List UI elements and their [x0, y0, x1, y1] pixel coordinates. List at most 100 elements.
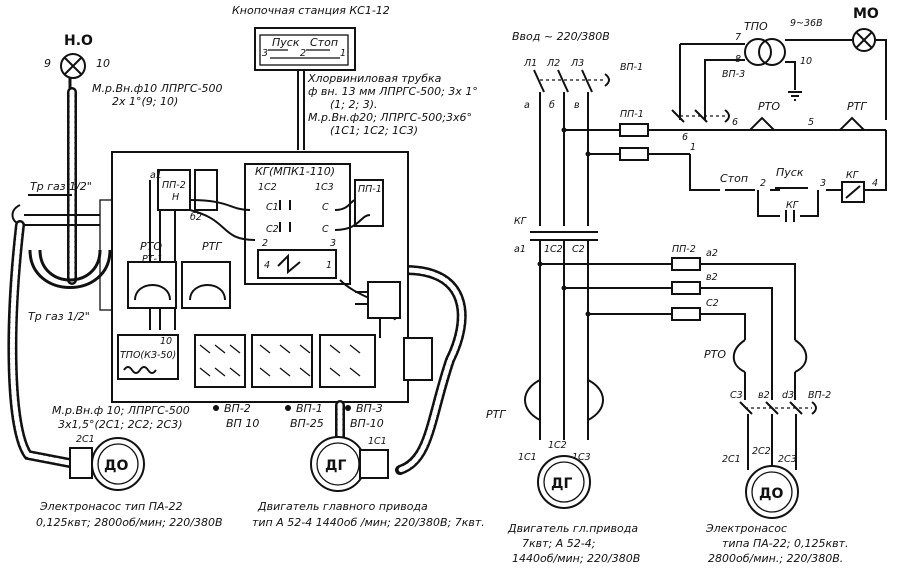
- svg-text:б2: б2: [190, 212, 202, 223]
- svg-text:Л3: Л3: [570, 58, 584, 69]
- svg-text:С3: С3: [730, 390, 743, 401]
- pump-label: ДО: [104, 458, 128, 474]
- svg-text:1: 1: [690, 142, 696, 153]
- svg-text:ф вн. 13 мм ЛПРГС-500; 3х 1°: ф вн. 13 мм ЛПРГС-500; 3х 1°: [308, 85, 478, 98]
- svg-text:РТГ: РТГ: [202, 240, 222, 253]
- svg-text:ТПО: ТПО: [744, 20, 768, 33]
- svg-text:2С3: 2С3: [778, 454, 797, 465]
- svg-text:3: 3: [820, 178, 826, 189]
- svg-text:ПП-2: ПП-2: [672, 244, 696, 255]
- svg-text:КГ: КГ: [846, 170, 859, 181]
- svg-text:в2: в2: [706, 272, 718, 283]
- svg-text:10: 10: [160, 336, 172, 347]
- control-cabinet: а1 ПП-2 Н б2 ПП-1 КГ(МПК1-110) 1С2 1С3 С…: [99, 151, 433, 403]
- svg-text:1С2: 1С2: [544, 244, 563, 255]
- svg-text:ВП-3: ВП-3: [722, 69, 745, 80]
- svg-text:типа ПА-22; 0,125квт.: типа ПА-22; 0,125квт.: [722, 537, 848, 550]
- svg-text:Электронасос: Электронасос: [705, 522, 787, 535]
- svg-text:3: 3: [330, 238, 336, 249]
- svg-text:С: С: [322, 202, 329, 213]
- svg-text:РТГ: РТГ: [847, 100, 867, 113]
- svg-text:РТО: РТО: [758, 100, 780, 113]
- svg-text:С1: С1: [266, 202, 279, 213]
- svg-text:1С1: 1С1: [518, 452, 537, 463]
- svg-text:а1: а1: [514, 244, 526, 255]
- svg-text:2С2: 2С2: [752, 446, 771, 457]
- svg-text:в2: в2: [758, 390, 770, 401]
- svg-text:Тр газ 1/2": Тр газ 1/2": [30, 180, 92, 193]
- svg-text:М.р.Вн.ф20; ЛПРГС-500;3х6°: М.р.Вн.ф20; ЛПРГС-500;3х6°: [308, 111, 472, 124]
- svg-text:1С2: 1С2: [258, 182, 277, 193]
- main-motor-dg: ДГ 1С1: [310, 436, 389, 492]
- svg-text:1: 1: [326, 260, 332, 271]
- svg-text:М.р.Вн.ф 10; ЛПРГС-500: М.р.Вн.ф 10; ЛПРГС-500: [52, 404, 190, 417]
- svg-text:тип А 52-4 1440об /мин; 220/38: тип А 52-4 1440об /мин; 220/380В; 7квт.: [252, 516, 485, 529]
- svg-text:РТО: РТО: [140, 240, 162, 253]
- button-station: Кнопочная станция КС1-12 Пуск Стоп 3 2 1: [232, 4, 390, 150]
- svg-text:С: С: [322, 224, 329, 235]
- svg-text:10: 10: [96, 57, 110, 70]
- svg-text:1С2: 1С2: [548, 440, 567, 451]
- svg-text:Тр газ 1/2": Тр газ 1/2": [28, 310, 90, 323]
- svg-text:а1: а1: [150, 170, 162, 181]
- svg-text:4: 4: [264, 260, 270, 271]
- svg-text:9~36В: 9~36В: [790, 18, 823, 29]
- svg-text:1С3: 1С3: [572, 452, 591, 463]
- svg-text:ВП-2: ВП-2: [224, 402, 251, 415]
- stop-label: Стоп: [310, 36, 338, 49]
- svg-text:Л2: Л2: [546, 58, 560, 69]
- kg-title: КГ(МПК1-110): [255, 165, 335, 178]
- svg-text:Хлорвиниловая трубка: Хлорвиниловая трубка: [307, 72, 442, 85]
- svg-text:2800об/мин.; 220/380В.: 2800об/мин.; 220/380В.: [708, 552, 843, 565]
- svg-text:1: 1: [340, 48, 346, 59]
- svg-text:d3: d3: [782, 390, 794, 401]
- svg-text:а2: а2: [706, 248, 718, 259]
- svg-text:КГ: КГ: [786, 200, 799, 211]
- svg-text:6: 6: [682, 132, 688, 143]
- lamp-label: Н.О: [64, 33, 93, 49]
- svg-text:ВП-3: ВП-3: [356, 402, 383, 415]
- svg-text:ВП-1: ВП-1: [296, 402, 323, 415]
- mounting-diagram: Кнопочная станция КС1-12 Пуск Стоп 3 2 1…: [7, 4, 485, 529]
- svg-text:3х1,5°(2С1; 2С2; 2С3): 3х1,5°(2С1; 2С2; 2С3): [58, 418, 183, 431]
- svg-text:Двигатель главного привода: Двигатель главного привода: [257, 500, 428, 513]
- svg-text:0,125квт; 2800об/мин; 220/380В: 0,125квт; 2800об/мин; 220/380В: [36, 516, 223, 529]
- svg-text:МО: МО: [853, 6, 879, 22]
- svg-text:1440об/мин; 220/380В: 1440об/мин; 220/380В: [512, 552, 640, 565]
- pump-motor-do: ДО 2С1: [69, 434, 145, 491]
- svg-text:3: 3: [262, 48, 268, 59]
- svg-text:ВП-25: ВП-25: [290, 417, 324, 430]
- svg-text:ВП-10: ВП-10: [350, 417, 384, 430]
- svg-text:а: а: [524, 100, 530, 111]
- svg-text:7: 7: [735, 32, 741, 43]
- right-motor-label: ДГ: [551, 476, 572, 492]
- svg-text:1С1: 1С1: [368, 436, 387, 447]
- svg-text:Стоп: Стоп: [720, 172, 748, 185]
- svg-text:б: б: [549, 100, 555, 111]
- motor-label: ДГ: [325, 458, 346, 474]
- svg-text:ПП-2: ПП-2: [162, 180, 186, 191]
- svg-text:2С1: 2С1: [76, 434, 95, 445]
- svg-text:ВП-2: ВП-2: [808, 390, 831, 401]
- svg-text:КГ: КГ: [514, 216, 527, 227]
- svg-text:Л1: Л1: [523, 58, 537, 69]
- svg-text:РТО: РТО: [704, 348, 726, 361]
- button-station-title: Кнопочная станция КС1-12: [232, 4, 390, 17]
- svg-text:Электронасос тип ПА-22: Электронасос тип ПА-22: [39, 500, 183, 513]
- svg-text:ПП-1: ПП-1: [358, 184, 382, 195]
- svg-text:(1С1; 1С2; 1С3): (1С1; 1С2; 1С3): [330, 124, 418, 137]
- svg-text:4: 4: [872, 178, 878, 189]
- svg-text:5: 5: [808, 117, 814, 128]
- svg-text:С2: С2: [266, 224, 279, 235]
- pusk-label: Пуск: [272, 36, 300, 49]
- svg-text:Двигатель гл.привода: Двигатель гл.привода: [507, 522, 638, 535]
- svg-text:1С3: 1С3: [315, 182, 334, 193]
- input-label: Ввод ~ 220/380В: [512, 30, 610, 43]
- svg-text:9: 9: [44, 57, 51, 70]
- svg-text:2х 1°(9; 10): 2х 1°(9; 10): [112, 95, 178, 108]
- svg-text:7квт; А 52-4;: 7квт; А 52-4;: [522, 537, 595, 550]
- svg-text:2: 2: [300, 48, 306, 59]
- fuses: ВП-2 ВП 10 ВП-1 ВП-25 ВП-3 ВП-10: [213, 402, 384, 430]
- svg-text:10: 10: [800, 56, 812, 67]
